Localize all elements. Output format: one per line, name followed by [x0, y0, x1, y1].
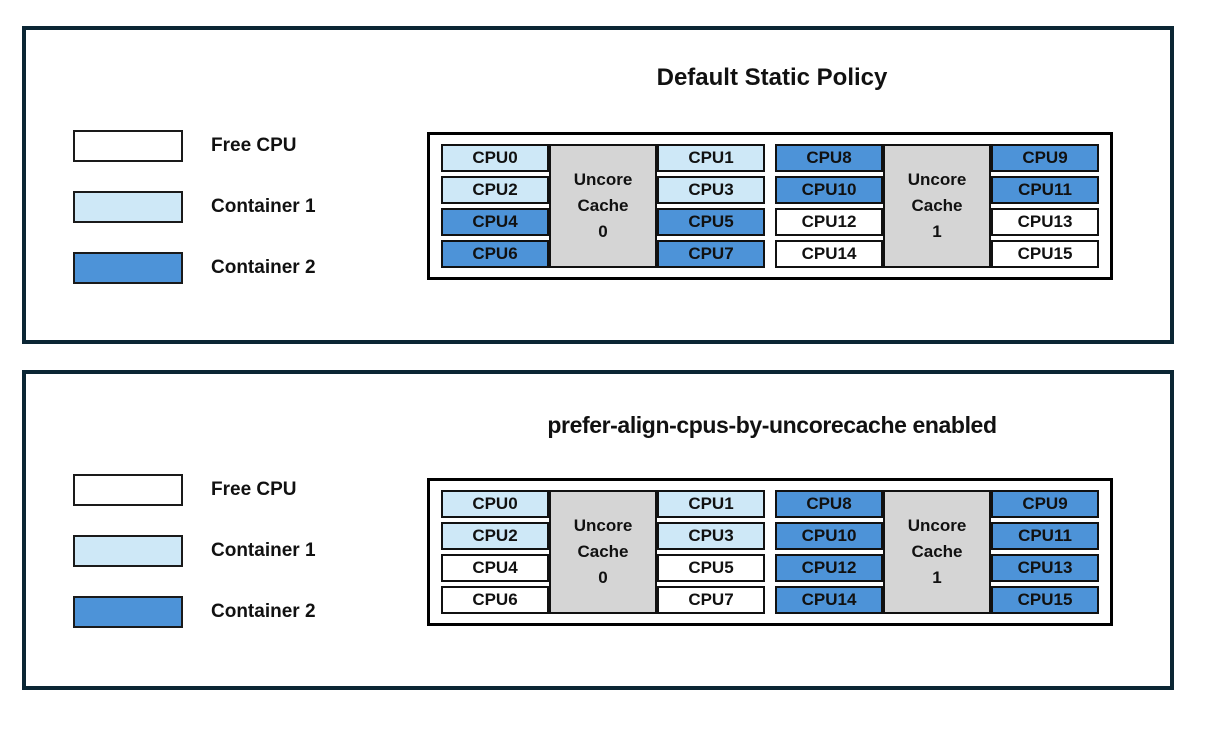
uncore-cache-1-group: CPU8 CPU10 CPU12 CPU14 Uncore Cache 1 CP… — [775, 490, 1099, 614]
legend-item-container-2: Container 2 — [73, 252, 316, 284]
cpu4-cell: CPU4 — [441, 208, 549, 236]
cpu7-cell: CPU7 — [657, 240, 765, 268]
cpu8-cell: CPU8 — [775, 144, 883, 172]
legend-item-free-cpu: Free CPU — [73, 130, 297, 162]
cache-label-line: Uncore — [907, 516, 967, 535]
cache-label-line: Uncore — [573, 516, 633, 535]
panel-title: prefer-align-cpus-by-uncorecache enabled — [547, 412, 997, 438]
cpu1-cell: CPU1 — [657, 490, 765, 518]
uncore-cache-0-block: Uncore Cache 0 — [549, 490, 657, 614]
cpu7-cell: CPU7 — [657, 586, 765, 614]
cpu11-cell: CPU11 — [991, 522, 1099, 550]
cache-label-line: 1 — [932, 568, 942, 587]
cpu-column-right: CPU1 CPU3 CPU5 CPU7 — [657, 490, 765, 614]
cpu14-cell: CPU14 — [775, 240, 883, 268]
cpu0-cell: CPU0 — [441, 144, 549, 172]
cpu-column-right: CPU9 CPU11 CPU13 CPU15 — [991, 144, 1099, 268]
legend-label: Free CPU — [211, 479, 297, 500]
cpu-column-right: CPU9 CPU11 CPU13 CPU15 — [991, 490, 1099, 614]
uncore-cache-0-group: CPU0 CPU2 CPU4 CPU6 Uncore Cache 0 CPU1 … — [441, 490, 765, 614]
legend-swatch-container-1 — [73, 191, 183, 223]
cpu-column-left: CPU0 CPU2 CPU4 CPU6 — [441, 144, 549, 268]
cache-label-line: Cache — [911, 542, 963, 561]
cache-label-line: Cache — [911, 196, 963, 215]
legend-swatch-free-cpu — [73, 474, 183, 506]
legend-item-free-cpu: Free CPU — [73, 474, 297, 506]
cpu5-cell: CPU5 — [657, 208, 765, 236]
cache-label-line: 1 — [932, 222, 942, 241]
panel-default-static-policy: Default Static Policy Free CPU Container… — [22, 26, 1174, 344]
uncore-cache-0-group: CPU0 CPU2 CPU4 CPU6 Uncore Cache 0 CPU1 … — [441, 144, 765, 268]
uncore-cache-0-block: Uncore Cache 0 — [549, 144, 657, 268]
legend-swatch-free-cpu — [73, 130, 183, 162]
cache-label-line: Uncore — [907, 170, 967, 189]
uncore-cache-1-group: CPU8 CPU10 CPU12 CPU14 Uncore Cache 1 CP… — [775, 144, 1099, 268]
legend-swatch-container-2 — [73, 252, 183, 284]
cpu10-cell: CPU10 — [775, 176, 883, 204]
cpu1-cell: CPU1 — [657, 144, 765, 172]
cpu6-cell: CPU6 — [441, 240, 549, 268]
legend-swatch-container-2 — [73, 596, 183, 628]
legend-label: Container 1 — [211, 196, 316, 217]
cache-label-line: Cache — [577, 542, 629, 561]
legend-label: Container 2 — [211, 601, 316, 622]
cpu2-cell: CPU2 — [441, 176, 549, 204]
cpu9-cell: CPU9 — [991, 144, 1099, 172]
cpu-column-right: CPU1 CPU3 CPU5 CPU7 — [657, 144, 765, 268]
panel-title: Default Static Policy — [656, 64, 888, 91]
cpu3-cell: CPU3 — [657, 522, 765, 550]
legend-item-container-2: Container 2 — [73, 596, 316, 628]
cpu15-cell: CPU15 — [991, 586, 1099, 614]
cpu12-cell: CPU12 — [775, 554, 883, 582]
cpu3-cell: CPU3 — [657, 176, 765, 204]
uncore-cache-1-block: Uncore Cache 1 — [883, 144, 991, 268]
cpu8-cell: CPU8 — [775, 490, 883, 518]
cpu11-cell: CPU11 — [991, 176, 1099, 204]
legend-swatch-container-1 — [73, 535, 183, 567]
cache-label-line: 0 — [598, 568, 608, 587]
cpu12-cell: CPU12 — [775, 208, 883, 236]
legend-item-container-1: Container 1 — [73, 535, 316, 567]
cpu-column-left: CPU8 CPU10 CPU12 CPU14 — [775, 144, 883, 268]
legend-item-container-1: Container 1 — [73, 191, 316, 223]
cache-label-line: Uncore — [573, 170, 633, 189]
cache-label-line: Cache — [577, 196, 629, 215]
cpu6-cell: CPU6 — [441, 586, 549, 614]
cpu0-cell: CPU0 — [441, 490, 549, 518]
cpu-topology-diagram: CPU0 CPU2 CPU4 CPU6 Uncore Cache 0 CPU1 … — [427, 478, 1113, 626]
cpu-column-left: CPU8 CPU10 CPU12 CPU14 — [775, 490, 883, 614]
uncore-cache-1-block: Uncore Cache 1 — [883, 490, 991, 614]
panel-prefer-align-uncorecache: prefer-align-cpus-by-uncorecache enabled… — [22, 370, 1174, 690]
cpu-column-left: CPU0 CPU2 CPU4 CPU6 — [441, 490, 549, 614]
cpu-topology-diagram: CPU0 CPU2 CPU4 CPU6 Uncore Cache 0 CPU1 … — [427, 132, 1113, 280]
cpu5-cell: CPU5 — [657, 554, 765, 582]
legend-label: Free CPU — [211, 135, 297, 156]
cpu13-cell: CPU13 — [991, 554, 1099, 582]
cache-label-line: 0 — [598, 222, 608, 241]
legend-label: Container 2 — [211, 257, 316, 278]
cpu15-cell: CPU15 — [991, 240, 1099, 268]
cpu13-cell: CPU13 — [991, 208, 1099, 236]
legend-label: Container 1 — [211, 540, 316, 561]
cpu2-cell: CPU2 — [441, 522, 549, 550]
cpu4-cell: CPU4 — [441, 554, 549, 582]
cpu14-cell: CPU14 — [775, 586, 883, 614]
cpu10-cell: CPU10 — [775, 522, 883, 550]
cpu9-cell: CPU9 — [991, 490, 1099, 518]
